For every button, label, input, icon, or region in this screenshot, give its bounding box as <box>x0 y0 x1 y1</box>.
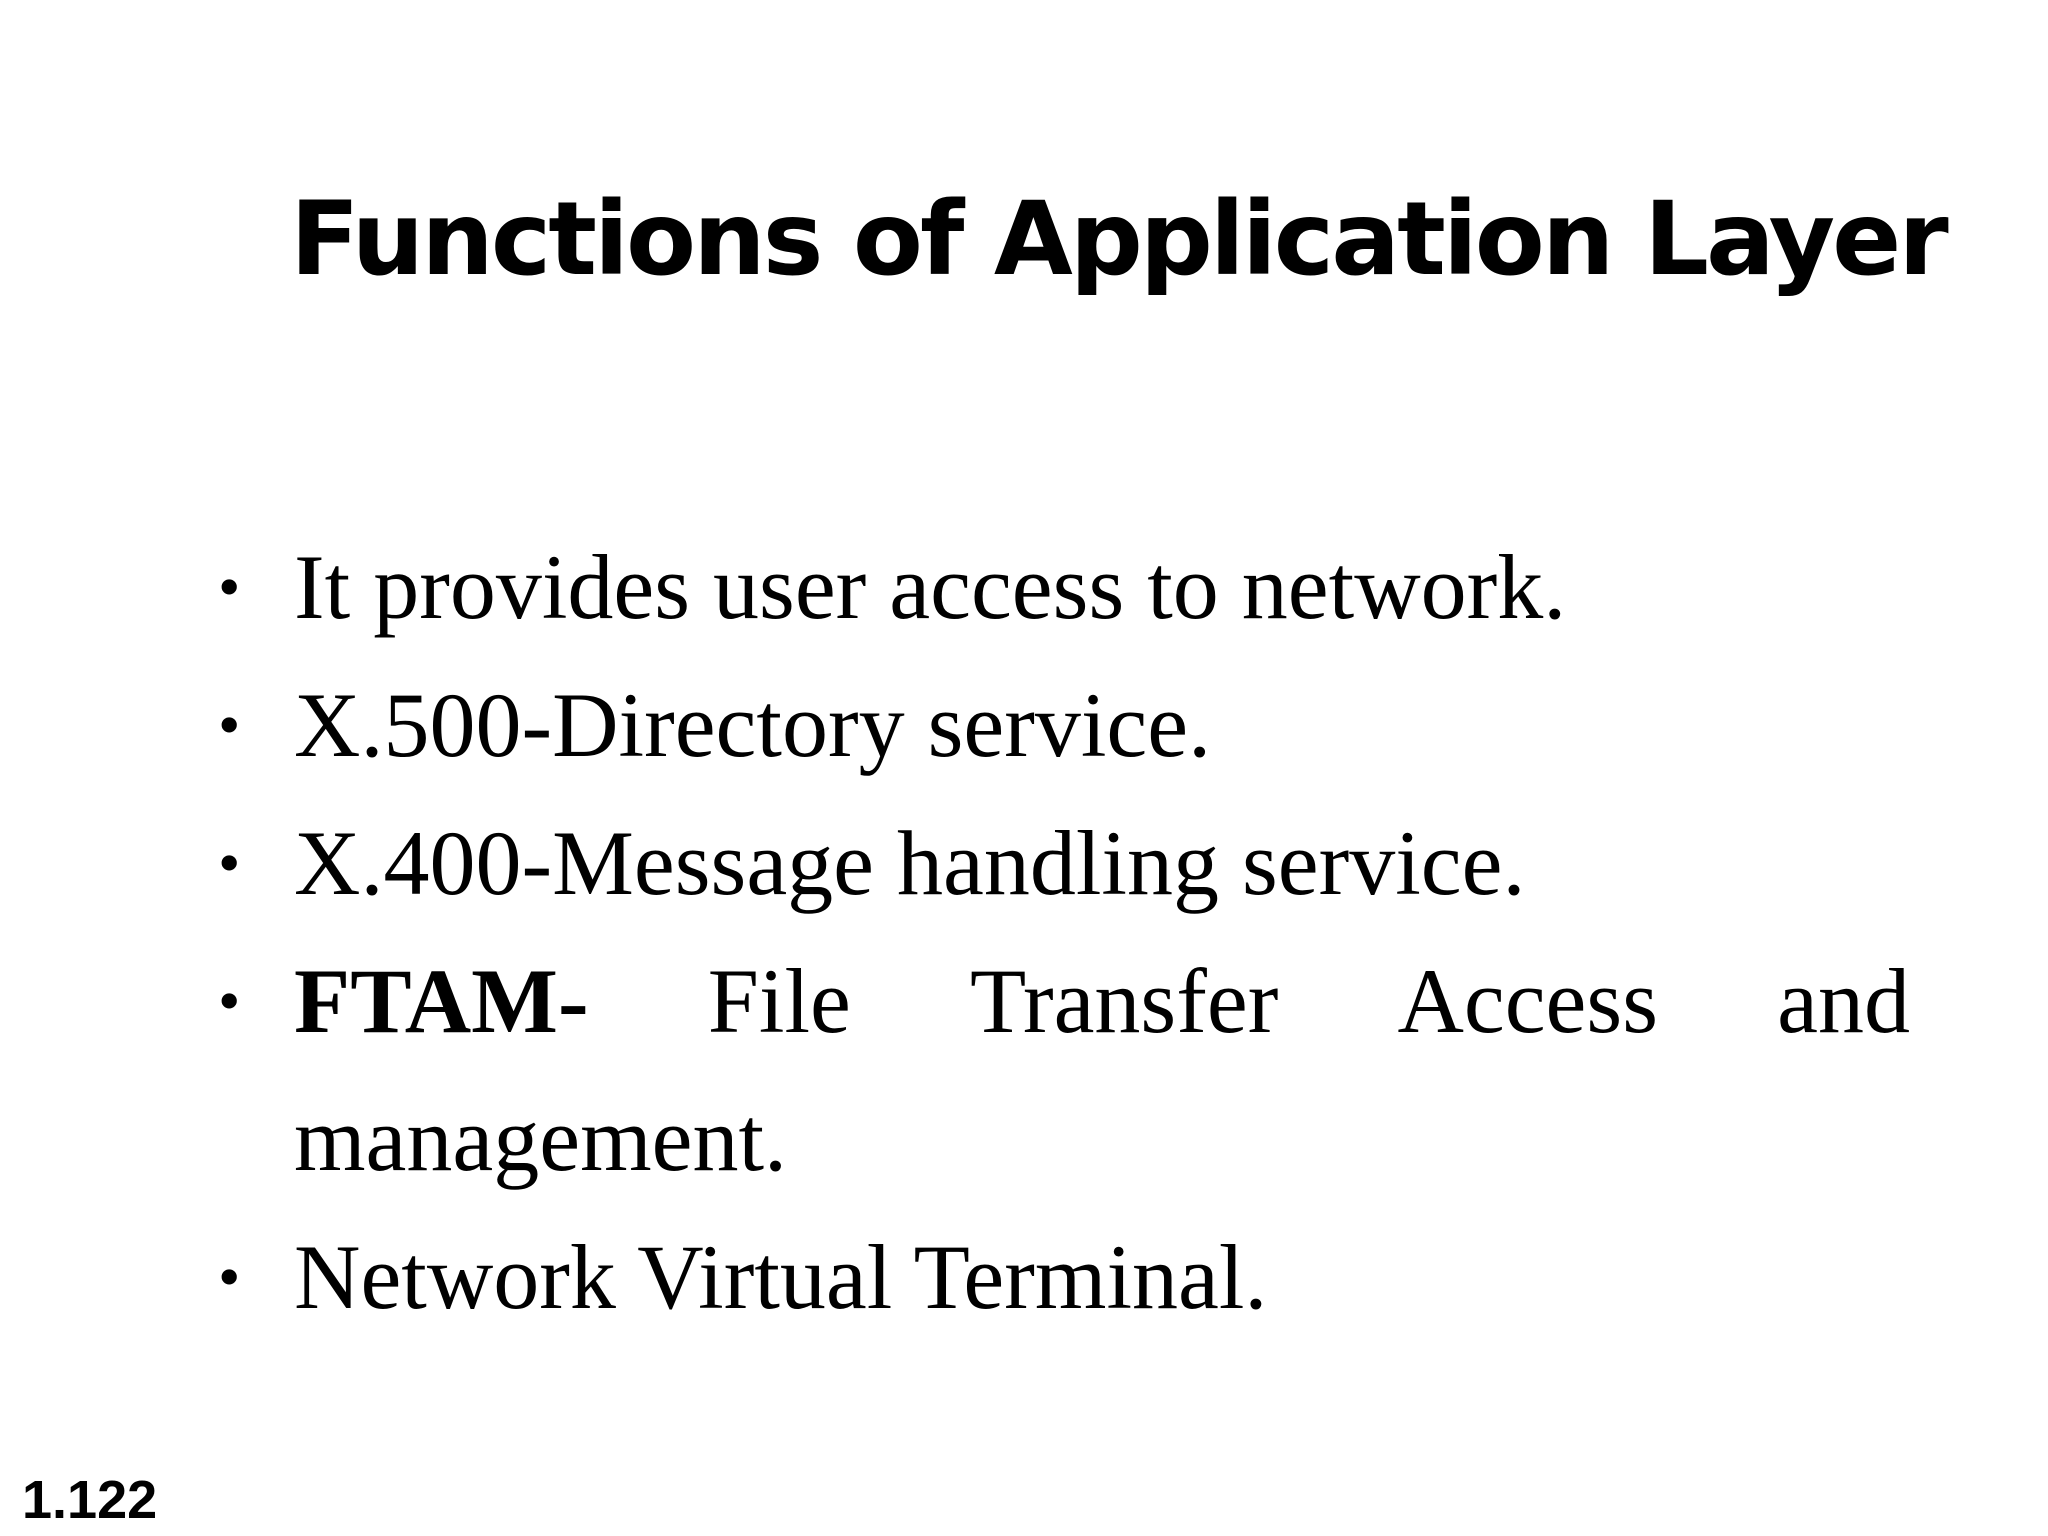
bullet-icon: • <box>218 551 241 622</box>
slide-title: Functions of Application Layer <box>290 180 1949 299</box>
list-item: • X.500-Directory service. <box>210 656 1910 794</box>
ftam-second-line: management. <box>294 1088 788 1190</box>
list-item: • FTAM- File Transfer Access and managem… <box>210 932 1910 1208</box>
bullet-text: It provides user access to network. <box>294 536 1567 638</box>
bullet-text: X.500-Directory service. <box>294 674 1212 776</box>
list-item: • X.400-Message handling service. <box>210 794 1910 932</box>
bullet-text: Network Virtual Terminal. <box>294 1226 1268 1328</box>
ftam-word: Transfer <box>970 950 1279 1052</box>
page-number: 1.122 <box>22 1470 158 1530</box>
ftam-word: File <box>707 950 851 1052</box>
bullet-icon: • <box>218 1241 241 1312</box>
list-item: • It provides user access to network. <box>210 518 1910 656</box>
bullet-icon: • <box>218 689 241 760</box>
ftam-term: FTAM- <box>294 950 589 1052</box>
list-item: • Network Virtual Terminal. <box>210 1208 1910 1346</box>
ftam-word: and <box>1777 950 1910 1052</box>
bullet-icon: • <box>218 965 241 1036</box>
ftam-word: Access <box>1397 950 1658 1052</box>
ftam-first-line: FTAM- File Transfer Access and <box>294 932 1910 1070</box>
bullet-list: • It provides user access to network. • … <box>210 518 1910 1346</box>
bullet-text: X.400-Message handling service. <box>294 812 1526 914</box>
bullet-icon: • <box>218 827 241 898</box>
